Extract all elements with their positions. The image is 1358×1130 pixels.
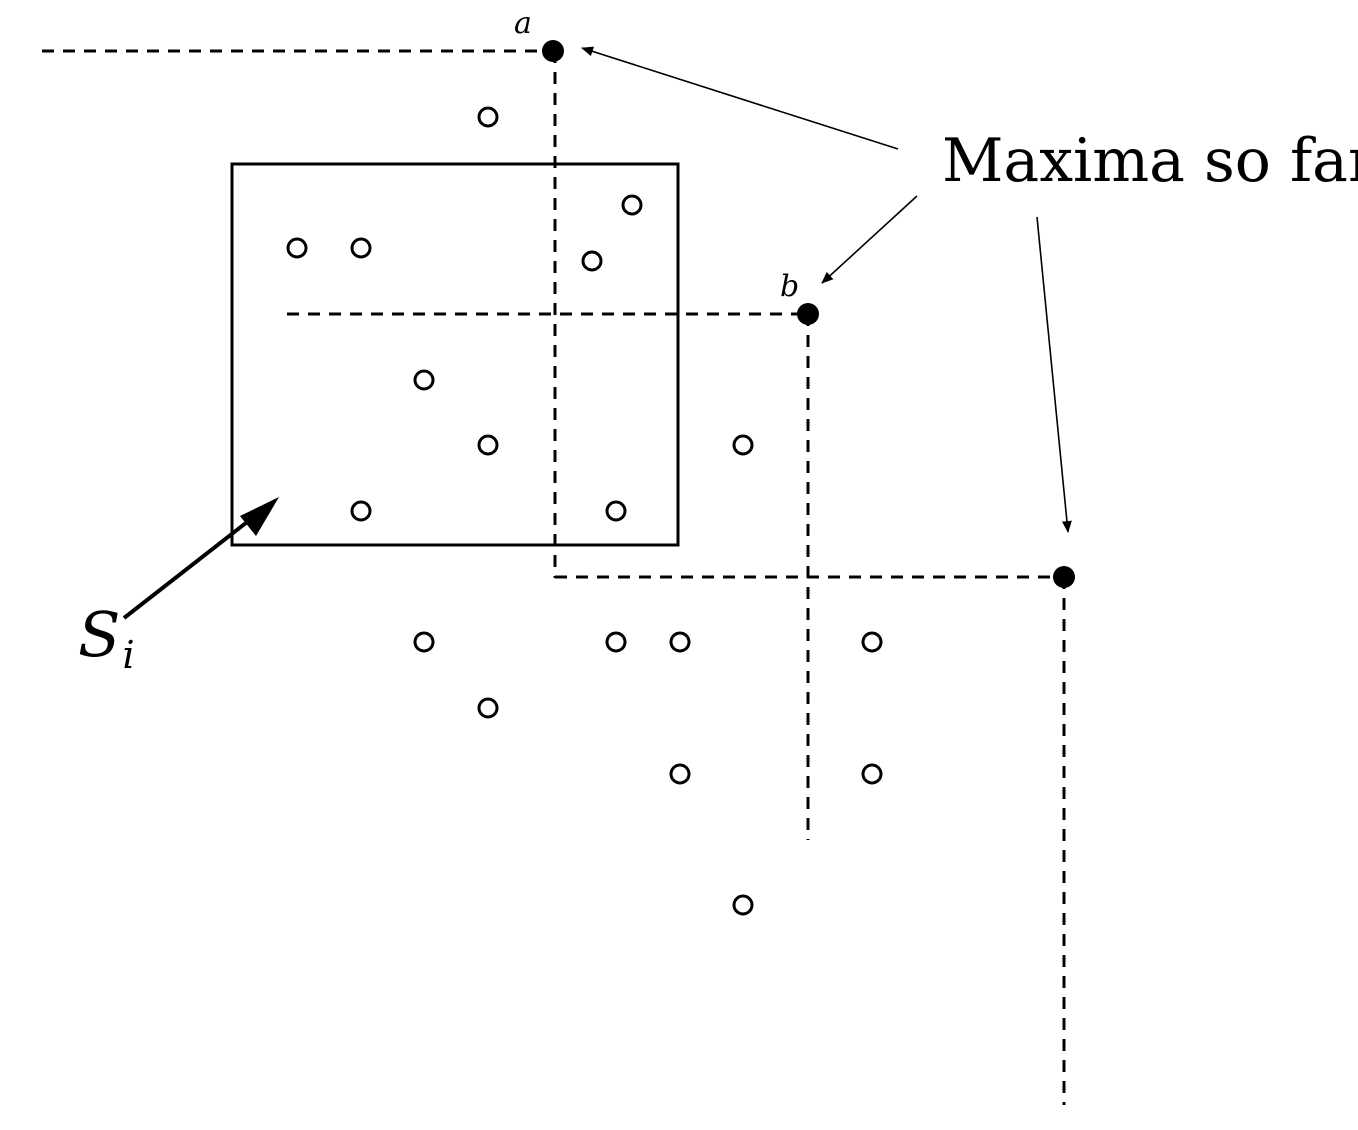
maximum-point-b xyxy=(797,303,819,325)
open-point xyxy=(605,631,627,653)
open-point xyxy=(732,434,754,456)
open-point xyxy=(669,631,691,653)
open-point xyxy=(605,500,627,522)
open-point xyxy=(350,237,372,259)
open-point xyxy=(581,250,603,272)
open-point xyxy=(286,237,308,259)
caption-arrows xyxy=(581,46,1072,533)
open-point xyxy=(477,106,499,128)
subset-arrow xyxy=(122,497,279,620)
open-point xyxy=(621,194,643,216)
subset-label-main: S xyxy=(78,598,120,671)
open-point xyxy=(477,434,499,456)
open-points xyxy=(286,106,883,916)
open-point xyxy=(477,697,499,719)
staircase-dashed-lines xyxy=(42,49,1066,1105)
maxima-caption: Maxima so far xyxy=(942,126,1358,196)
maximum-point-a xyxy=(542,40,564,62)
subset-label: Si xyxy=(78,598,135,677)
arrow-to-a xyxy=(581,46,899,150)
maximum-point-c xyxy=(1053,566,1075,588)
label-point-a: a xyxy=(514,6,532,41)
maxima-points xyxy=(542,40,1075,588)
label-point-b: b xyxy=(780,269,799,304)
open-point xyxy=(861,631,883,653)
open-point xyxy=(413,631,435,653)
open-point xyxy=(861,763,883,785)
arrow-to-b xyxy=(821,195,918,284)
subset-rectangle xyxy=(230,162,680,547)
open-point xyxy=(669,763,691,785)
open-point xyxy=(732,894,754,916)
arrow-to-c xyxy=(1036,216,1072,533)
open-point xyxy=(413,369,435,391)
open-point xyxy=(350,500,372,522)
subset-label-subscript: i xyxy=(122,633,134,677)
